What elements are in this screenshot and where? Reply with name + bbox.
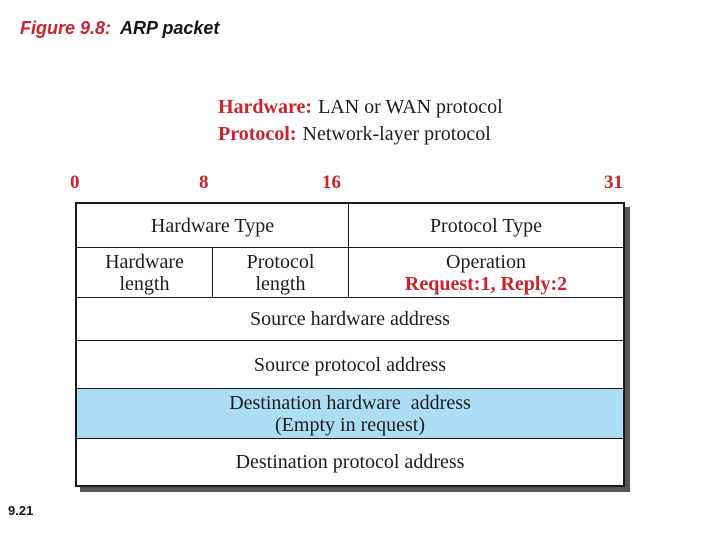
- figure-title: Figure 9.8: ARP packet: [20, 18, 219, 39]
- arp-packet-table: Hardware Type Protocol Type Hardware len…: [75, 202, 625, 487]
- operation-values: Request:1, Reply:2: [404, 272, 568, 295]
- legend-protocol-label: Protocol:: [218, 123, 297, 145]
- legend-hardware-label: Hardware:: [218, 96, 313, 118]
- destination-protocol-address-label: Destination protocol address: [235, 451, 465, 473]
- cell-protocol-length: Protocol length: [212, 248, 348, 297]
- source-protocol-address-label: Source protocol address: [253, 353, 447, 376]
- table-row-source-hardware: Source hardware address: [77, 297, 623, 340]
- bit-tick-0: 0: [70, 172, 80, 193]
- cell-destination-hardware-address: Destination hardware address (Empty in r…: [77, 389, 623, 438]
- figure-number-label: Figure 9.8:: [20, 18, 112, 38]
- destination-hardware-address-label: Destination hardware address: [229, 391, 471, 414]
- cell-protocol-type: Protocol Type: [348, 204, 623, 247]
- bit-tick-8: 8: [199, 172, 209, 193]
- table-row-destination-hardware: Destination hardware address (Empty in r…: [77, 388, 623, 438]
- hardware-type-label: Hardware Type: [150, 214, 275, 237]
- cell-destination-protocol-address: Destination protocol address: [77, 439, 623, 485]
- table-row-lengths-operation: Hardware length Protocol length Operatio…: [77, 247, 623, 297]
- operation-label: Operation: [446, 250, 526, 273]
- table-row-destination-protocol: Destination protocol address: [77, 438, 623, 485]
- cell-operation: Operation Request:1, Reply:2: [348, 248, 623, 297]
- cell-source-hardware-address: Source hardware address: [77, 298, 623, 340]
- hardware-length-line2: length: [119, 272, 170, 295]
- legend: Hardware:LAN or WAN protocol Protocol:Ne…: [218, 94, 503, 148]
- legend-line-hardware: Hardware:LAN or WAN protocol: [218, 94, 503, 121]
- legend-protocol-text: Network-layer protocol: [302, 123, 491, 145]
- bit-tick-31: 31: [604, 172, 623, 193]
- cell-hardware-length: Hardware length: [77, 248, 212, 297]
- slide-number: 9.21: [8, 503, 34, 518]
- legend-line-protocol: Protocol:Network-layer protocol: [218, 121, 503, 148]
- bit-tick-16: 16: [322, 172, 341, 193]
- protocol-type-label: Protocol Type: [429, 214, 543, 237]
- table-row-types: Hardware Type Protocol Type: [77, 204, 623, 247]
- legend-hardware-text: LAN or WAN protocol: [318, 96, 503, 118]
- figure-caption: ARP packet: [120, 18, 220, 38]
- cell-source-protocol-address: Source protocol address: [77, 341, 623, 388]
- table-row-source-protocol: Source protocol address: [77, 340, 623, 388]
- source-hardware-address-label: Source hardware address: [250, 308, 450, 330]
- protocol-length-line2: length: [255, 272, 306, 295]
- protocol-length-line1: Protocol: [246, 250, 315, 273]
- destination-hardware-address-note: (Empty in request): [275, 413, 425, 436]
- bit-ruler: 0 8 16 31: [70, 172, 625, 198]
- hardware-length-line1: Hardware: [105, 250, 184, 273]
- cell-hardware-type: Hardware Type: [77, 204, 348, 247]
